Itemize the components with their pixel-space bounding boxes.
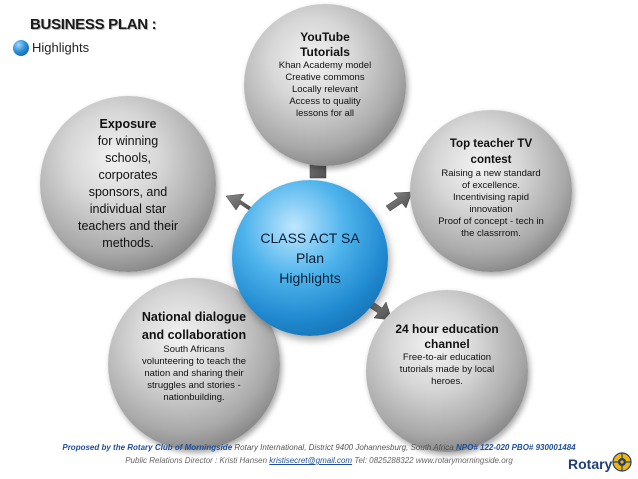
top-teacher-node: Top teacher TV contest Raising a new sta… <box>410 110 572 272</box>
node-text: methods. <box>102 236 154 250</box>
node-heading: Exposure <box>99 117 157 131</box>
node-text: individual star <box>89 202 167 216</box>
bullet-ball-icon <box>13 40 29 56</box>
node-text: Raising a new standard <box>441 168 541 179</box>
node-text: Proof of concept - tech in <box>438 216 544 227</box>
arrow-up-right-icon <box>385 191 413 212</box>
exposure-node: Exposure for winning schools, corporates… <box>40 96 216 272</box>
node-text: heroes. <box>431 376 463 387</box>
node-heading: contest <box>470 154 512 166</box>
node-text: lessons for all <box>295 108 355 119</box>
node-text: sponsors, and <box>88 185 168 199</box>
footer-district: Rotary International, District 9400 Joha… <box>232 443 456 452</box>
youtube-tutorials-node: YouTube Tutorials Khan Academy model Cre… <box>244 4 406 166</box>
node-text: Free-to-air education <box>402 352 492 363</box>
node-text: nation and sharing their <box>144 368 244 379</box>
node-text: volunteering to teach the <box>141 356 247 367</box>
footer-email-link[interactable]: kristisecret@gmail.com <box>269 456 353 465</box>
hub-text: Plan <box>295 250 325 266</box>
footer-phone-web: Tel: 0825288322 www.rotarymorningside.or… <box>352 456 513 465</box>
node-text: teachers and their <box>77 219 179 233</box>
central-hub-node: CLASS ACT SA Plan Highlights <box>232 180 388 336</box>
footer-contact: Public Relations Director : Kristi Hanse… <box>0 456 638 465</box>
node-text: Khan Academy model <box>278 60 372 71</box>
education-channel-node: 24 hour education channel Free-to-air ed… <box>366 290 528 452</box>
footer-proposer: Proposed by the Rotary Club of Morningsi… <box>62 443 233 452</box>
footer-credits: Proposed by the Rotary Club of Morningsi… <box>0 443 638 452</box>
national-dialogue-node: National dialogue and collaboration Sout… <box>108 278 280 450</box>
node-text: Locally relevant <box>291 84 358 95</box>
node-heading: Top teacher TV <box>449 138 533 150</box>
node-text: of excellence. <box>461 180 521 191</box>
node-text: tutorials made by local <box>399 364 495 375</box>
node-text: struggles and stories - <box>147 380 241 391</box>
node-text: South Africans <box>163 344 225 355</box>
node-text: schools, <box>105 151 151 165</box>
node-heading: National dialogue <box>141 310 247 324</box>
node-text: innovation <box>469 204 513 215</box>
rotary-wheel-icon <box>612 452 632 472</box>
node-text: corporates <box>98 168 158 182</box>
node-heading: YouTube <box>300 30 350 44</box>
node-text: Access to quality <box>289 96 361 107</box>
node-heading: channel <box>424 337 470 351</box>
footer-director: Public Relations Director : Kristi Hanse… <box>125 456 270 465</box>
node-text: Creative commons <box>285 72 365 83</box>
rotary-logo-text: Rotary <box>568 456 613 472</box>
hub-text: CLASS ACT SA <box>260 230 360 246</box>
node-heading: and collaboration <box>141 328 247 342</box>
page-title: BUSINESS PLAN : <box>30 16 157 33</box>
node-text: for winning <box>97 134 159 148</box>
node-text: nationbuilding. <box>163 392 225 403</box>
node-text: Incentivising rapid <box>452 192 530 203</box>
footer-registration: NPO# 122-020 PBO# 930001484 <box>455 443 576 452</box>
node-heading: Tutorials <box>300 45 350 59</box>
node-text: the classrrom. <box>461 228 521 239</box>
hub-text: Highlights <box>279 270 341 286</box>
node-heading: 24 hour education <box>395 322 499 336</box>
page-subtitle: Highlights <box>32 40 90 55</box>
